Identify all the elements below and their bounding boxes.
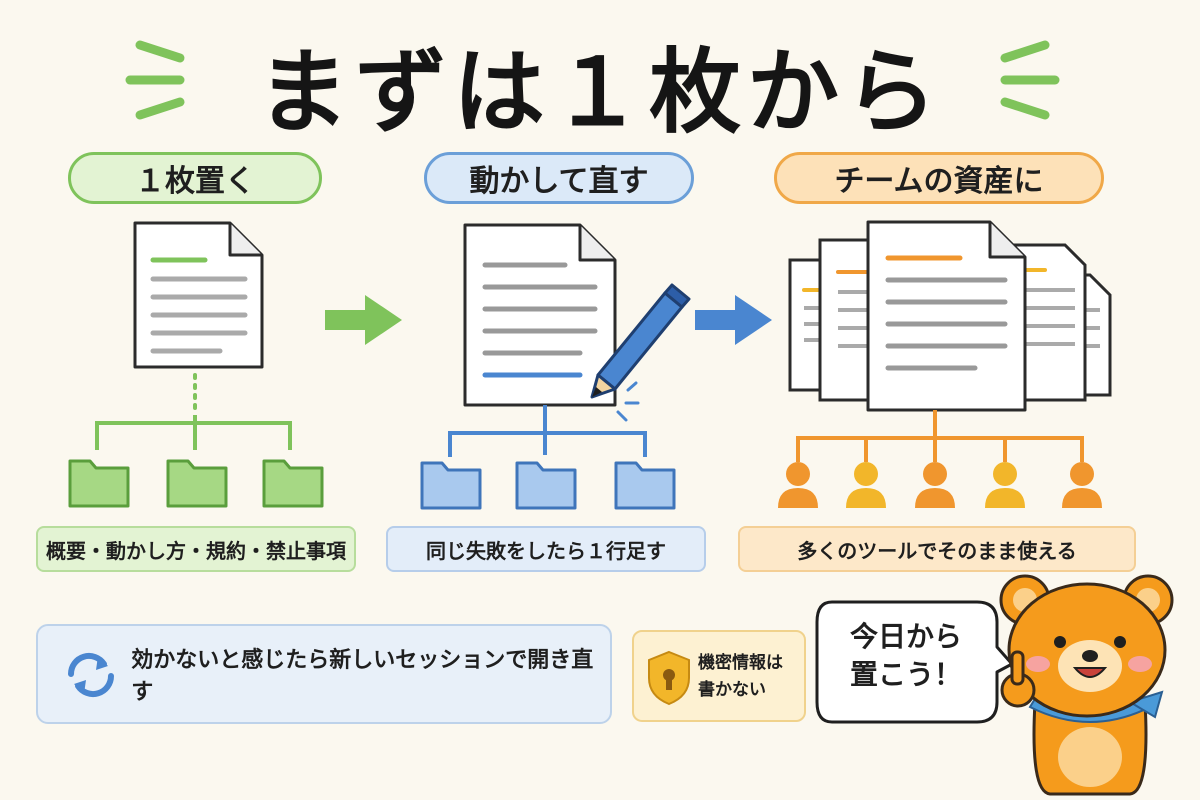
bear-mascot: [999, 574, 1174, 796]
shared-documents-illustration: [778, 220, 1112, 508]
confidential-warning-box: 機密情報は 書かない: [632, 630, 806, 722]
arrow-right-icon: [695, 295, 772, 345]
step-1-note: 概要・動かし方・規約・禁止事項: [36, 526, 356, 572]
confidential-line-1: 機密情報は: [698, 653, 783, 673]
arrow-right-icon: [325, 295, 402, 345]
step-2-label: 動かして直す: [424, 152, 694, 204]
refresh-icon: [67, 652, 115, 698]
bubble-line-2: 置こう！: [849, 658, 962, 691]
bubble-line-1: 今日から: [849, 620, 962, 653]
shield-lock-icon: [648, 650, 690, 706]
speech-bubble: [815, 600, 1012, 724]
restart-tip-text: 効かないと感じたら新しいセッションで開き直す: [131, 648, 594, 705]
single-document-illustration: [68, 221, 324, 508]
speech-bubble-text: 今日から 置こう！: [820, 618, 992, 694]
step-1-label: １枚置く: [68, 152, 322, 204]
restart-tip-box: 効かないと感じたら新しいセッションで開き直す: [36, 624, 612, 724]
pencil-icon: [590, 283, 691, 399]
step-3-label: チームの資産に: [774, 152, 1104, 204]
step-2-note: 同じ失敗をしたら１行足す: [386, 526, 706, 572]
confidential-line-2: 書かない: [698, 680, 766, 700]
page-title: まずは１枚から: [256, 39, 943, 146]
edit-document-illustration: [420, 223, 691, 510]
left-accent-icon: [125, 40, 185, 120]
step-3-note: 多くのツールでそのまま使える: [738, 526, 1136, 572]
right-accent-icon: [1000, 40, 1060, 120]
